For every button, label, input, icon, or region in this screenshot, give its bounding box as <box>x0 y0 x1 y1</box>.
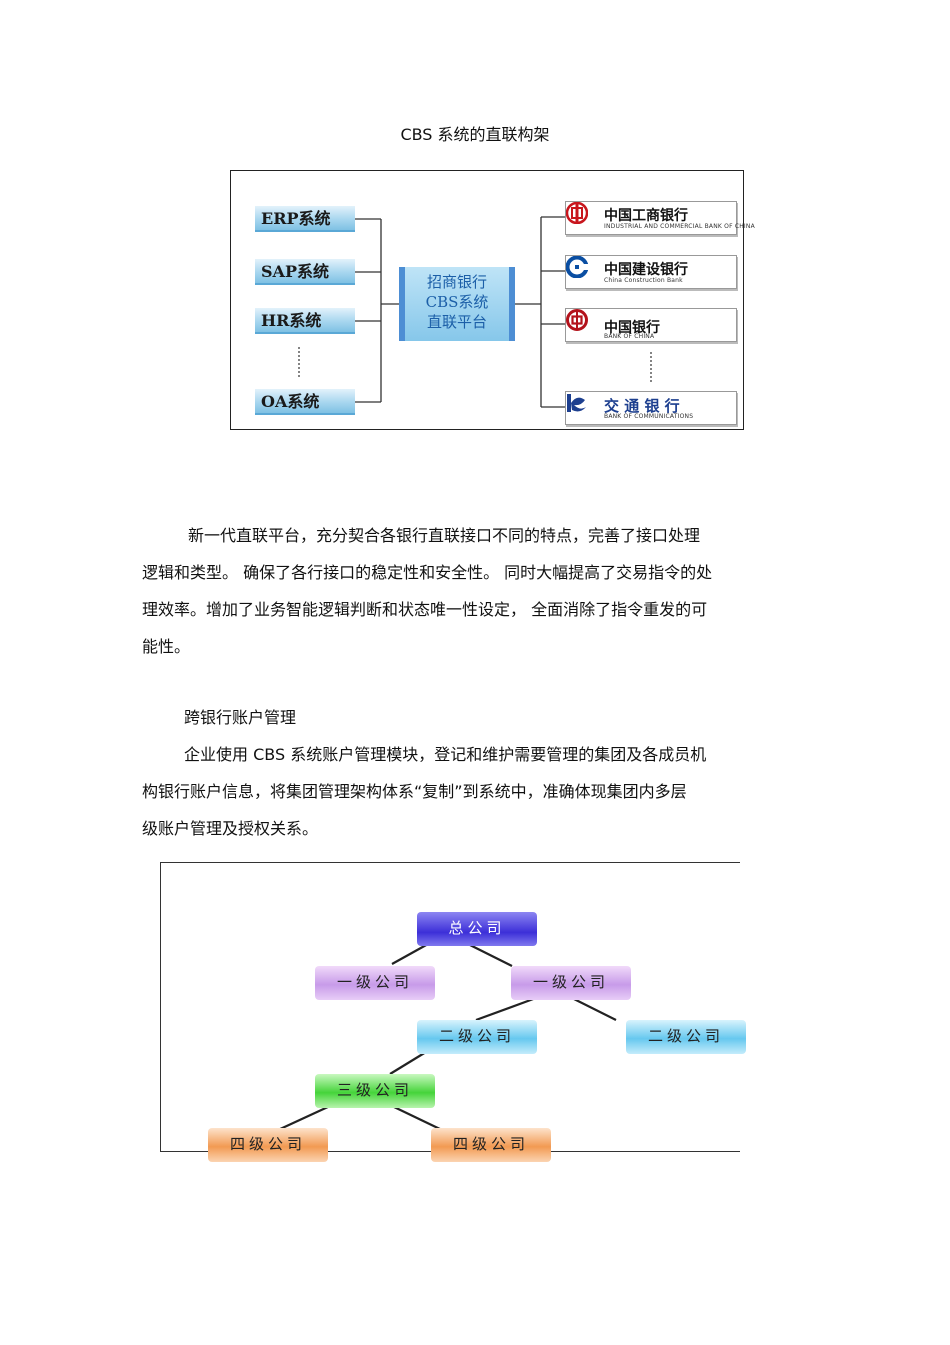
org-head-office: 总公司 <box>417 912 537 946</box>
cbs-architecture-diagram: ERP系统 SAP系统 HR系统 OA系统 招商银行 CBS系统 直联平台 中国… <box>230 170 755 430</box>
text-line: 逻辑和类型。 确保了各行接口的稳定性和安全性。 同时大幅提高了交易指令的处 <box>142 563 713 582</box>
sap-system-box: SAP系统 <box>255 259 355 285</box>
connector-lines <box>298 216 652 408</box>
paragraph-direct-platform: 新一代直联平台，充分契合各银行直联接口不同的特点，完善了接口处理 逻辑和类型。 … <box>142 517 802 665</box>
bank-box-bocom: 交 通 银 行 BANK OF COMMUNICATIONS <box>565 391 737 425</box>
hierarchy-connectors <box>277 943 617 1131</box>
text-line: 理效率。增加了业务智能逻辑判断和状态唯一性设定， 全面消除了指令重发的可 <box>142 600 708 619</box>
org-level1-right: 一级公司 <box>511 966 631 1000</box>
boc-logo-icon <box>566 309 588 331</box>
ccb-logo-icon <box>566 256 588 278</box>
org-level4-left: 四级公司 <box>208 1128 328 1162</box>
bank-sub-ccb: China Construction Bank <box>604 277 683 284</box>
org-level3: 三级公司 <box>315 1074 435 1108</box>
bank-box-icbc: 中国工商银行 INDUSTRIAL AND COMMERCIAL BANK OF… <box>565 201 755 235</box>
bank-name-ccb: 中国建设银行 <box>604 262 688 278</box>
org-level2-right: 二级公司 <box>626 1020 746 1054</box>
org-level1-left: 一级公司 <box>315 966 435 1000</box>
platform-line-1: 招商银行 <box>426 273 487 291</box>
bank-name-boc: 中国银行 <box>604 320 660 336</box>
bank-sub-boc: BANK OF CHINA <box>604 333 655 340</box>
frame-line <box>160 862 740 863</box>
hr-system-box: HR系统 <box>255 308 355 334</box>
org-hierarchy-diagram: 总公司 一级公司 一级公司 二级公司 二级公司 三级公司 四级公司 四级公司 <box>160 862 746 1162</box>
bank-name-icbc: 中国工商银行 <box>604 208 688 224</box>
oa-system-box: OA系统 <box>255 389 355 415</box>
erp-system-box: ERP系统 <box>255 206 355 232</box>
platform-line-3: 直联平台 <box>426 313 487 331</box>
platform-line-2: CBS系统 <box>425 293 489 311</box>
icbc-logo-icon <box>566 202 588 224</box>
frame-line <box>160 862 161 1152</box>
cbs-platform-box: 招商银行 CBS系统 直联平台 <box>399 267 515 341</box>
org-level2-left: 二级公司 <box>417 1020 537 1054</box>
bocom-logo-icon <box>567 394 586 412</box>
text-line: 新一代直联平台，充分契合各银行直联接口不同的特点，完善了接口处理 <box>188 526 701 545</box>
text-line: 级账户管理及授权关系。 <box>142 819 319 838</box>
org-level4-right: 四级公司 <box>431 1128 551 1162</box>
text-line: 能性。 <box>142 637 191 656</box>
bank-sub-icbc: INDUSTRIAL AND COMMERCIAL BANK OF CHINA <box>604 223 755 230</box>
page-title: CBS 系统的直联构架 <box>400 125 550 144</box>
bank-sub-bocom: BANK OF COMMUNICATIONS <box>604 413 694 420</box>
paragraph-account-management: 企业使用 CBS 系统账户管理模块，登记和维护需要管理的集团及各成员机 构银行账… <box>142 736 802 847</box>
bank-box-ccb: 中国建设银行 China Construction Bank <box>565 255 737 289</box>
text-line: 企业使用 CBS 系统账户管理模块，登记和维护需要管理的集团及各成员机 <box>184 745 707 764</box>
bank-box-boc: 中国银行 BANK OF CHINA <box>565 308 737 342</box>
section-heading: 跨银行账户管理 <box>184 708 297 727</box>
bank-name-bocom: 交 通 银 行 <box>604 397 680 415</box>
text-line: 构银行账户信息，将集团管理架构体系“复制”到系统中，准确体现集团内多层 <box>142 782 687 801</box>
